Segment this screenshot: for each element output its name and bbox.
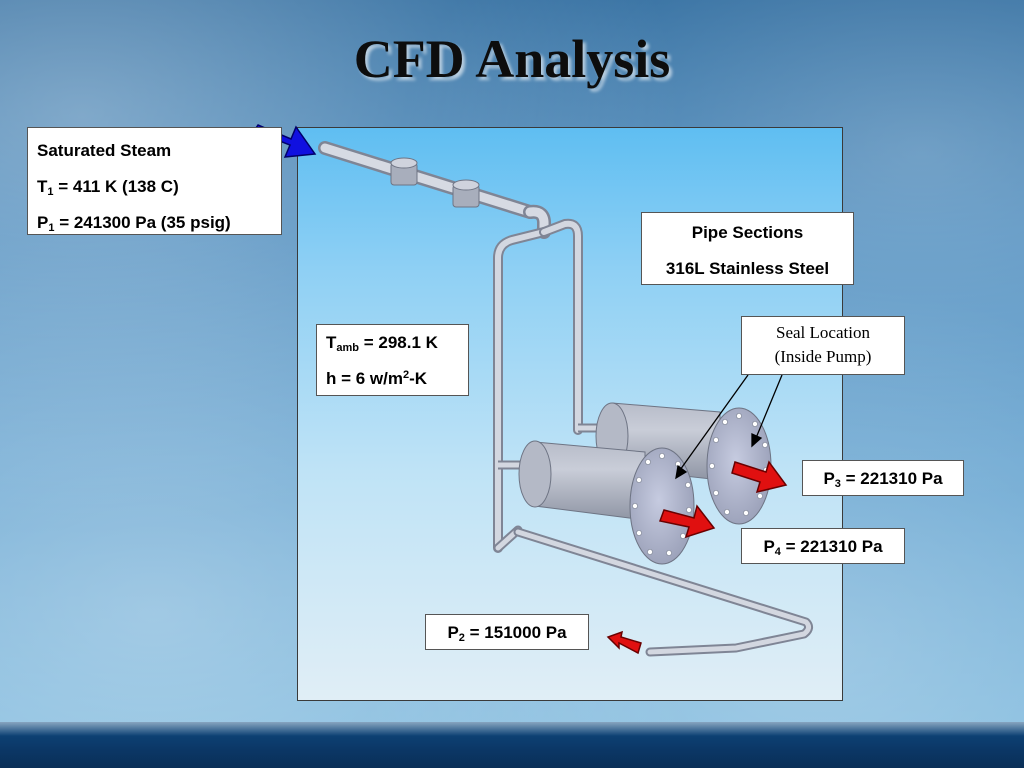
steam-heading: Saturated Steam — [37, 141, 172, 160]
pipe-sections-label: Pipe Sections — [691, 223, 804, 242]
valve-1 — [390, 157, 418, 186]
return-pressure-p2: P2 = 151000 Pa — [447, 623, 567, 644]
outlet-flow-arrow-p3 — [731, 460, 788, 494]
outlet-pressure-p3-box: P3 = 221310 Pa — [802, 460, 964, 496]
heat-transfer-coefficient: h = 6 w/m2-K — [326, 369, 428, 388]
outlet-pressure-p4: P4 = 221310 Pa — [763, 537, 883, 558]
flange-front — [629, 447, 695, 565]
pipe-material-box: Pipe Sections 316L Stainless Steel — [641, 212, 854, 285]
inlet-conditions-box: Saturated Steam T1 = 411 K (138 C) P1 = … — [27, 127, 282, 235]
ambient-temperature: Tamb = 298.1 K — [326, 333, 438, 354]
pipe-material-label: 316L Stainless Steel — [665, 259, 830, 278]
seal-callout-lines — [675, 374, 783, 480]
return-flow-arrow-p2 — [606, 630, 642, 655]
seal-location-sublabel: (Inside Pump) — [774, 347, 872, 366]
seal-location-label: Seal Location — [776, 323, 870, 342]
outlet-pressure-p4-box: P4 = 221310 Pa — [741, 528, 905, 564]
return-pipe — [513, 527, 814, 657]
outlet-pressure-p3: P3 = 221310 Pa — [823, 469, 943, 490]
inlet-pipe — [318, 141, 552, 239]
ambient-conditions-box: Tamb = 298.1 K h = 6 w/m2-K — [316, 324, 469, 396]
return-pressure-p2-box: P2 = 151000 Pa — [425, 614, 589, 650]
inlet-pressure: P1 = 241300 Pa (35 psig) — [37, 213, 231, 234]
slide-title: CFD Analysis — [353, 29, 671, 89]
seal-location-box: Seal Location (Inside Pump) — [741, 316, 905, 375]
footer-band — [0, 722, 1024, 768]
valve-2 — [452, 179, 480, 208]
outlet-flow-arrow-p4 — [658, 504, 716, 539]
support-frame — [493, 218, 600, 553]
inlet-temperature: T1 = 411 K (138 C) — [37, 177, 179, 198]
pump-body-front — [518, 440, 646, 521]
